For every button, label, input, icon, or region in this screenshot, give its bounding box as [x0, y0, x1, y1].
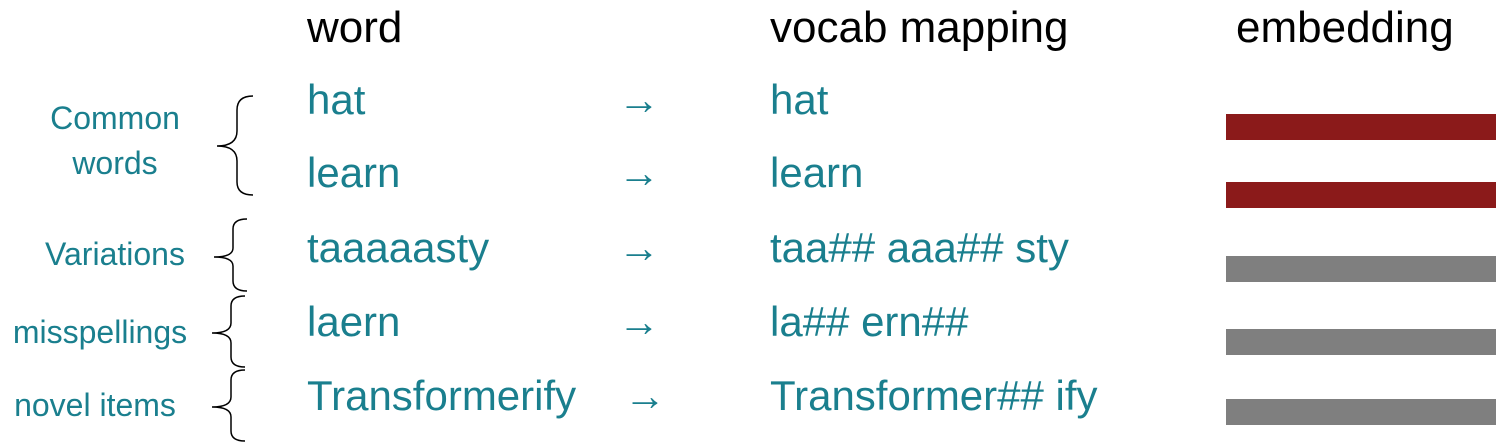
arrow-icon: → [618, 224, 660, 271]
row-word: laern [307, 298, 401, 345]
header-word: word [307, 3, 403, 52]
row-word: hat [307, 76, 366, 123]
arrow-icon: → [618, 298, 660, 345]
arrow-icon: → [618, 76, 660, 123]
bracket-variations [213, 218, 248, 292]
header-embedding: embedding [1236, 3, 1454, 52]
row-mapping: learn [770, 149, 864, 196]
row-word: learn [307, 149, 401, 196]
embedding-bar [1226, 114, 1496, 140]
group-label-line: Common [50, 100, 180, 136]
embedding-bar [1226, 399, 1496, 425]
arrow-icon: → [624, 372, 666, 419]
row-word: Transformerify [307, 372, 577, 419]
group-label-misspellings: misspellings [12, 314, 188, 350]
row-word: taaaaasty [307, 224, 490, 271]
group-label-line: words [72, 144, 158, 181]
group-label-variations: Variations [45, 236, 185, 272]
embedding-bar [1226, 182, 1496, 208]
bracket-common-words [216, 95, 254, 196]
row-mapping: taa## aaa## sty [770, 224, 1069, 271]
group-label-novel-items: novel items [14, 387, 176, 423]
header-vocab-mapping: vocab mapping [770, 3, 1069, 52]
bracket-misspellings [211, 295, 246, 368]
embedding-bar [1226, 256, 1496, 282]
row-mapping: hat [770, 76, 829, 123]
row-mapping: la## ern## [770, 298, 969, 345]
arrow-icon: → [618, 149, 660, 196]
group-label-common-words: Common words [30, 96, 200, 186]
bracket-novel-items [211, 369, 246, 442]
row-mapping: Transformer## ify [770, 372, 1098, 419]
embedding-bar [1226, 329, 1496, 355]
